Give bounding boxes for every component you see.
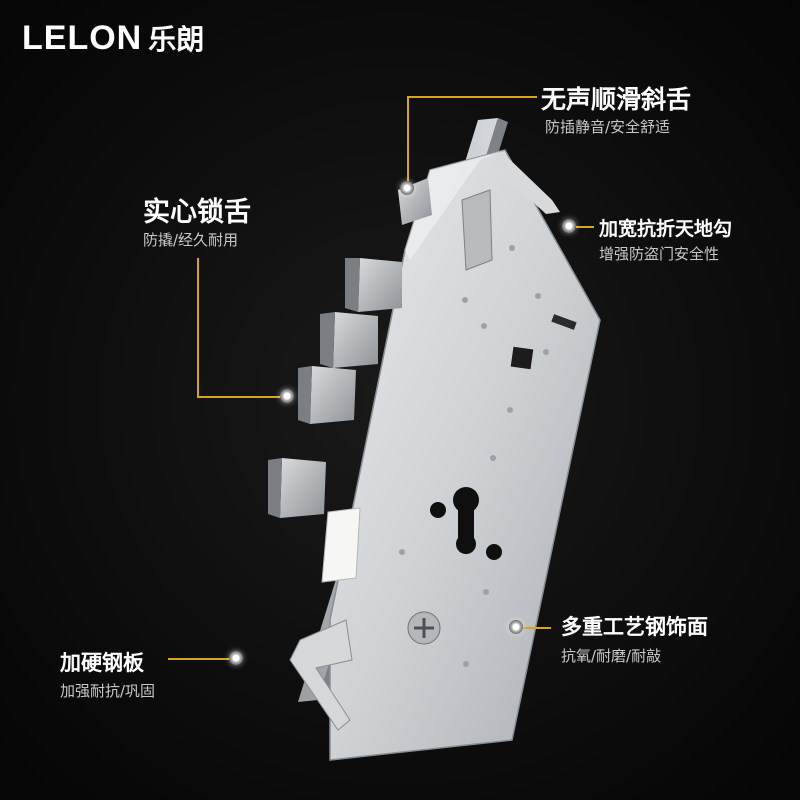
screw	[407, 611, 441, 645]
spindle-hole	[510, 346, 534, 370]
finish-title: 多重工艺钢饰面	[561, 615, 708, 639]
label-sticker	[321, 507, 361, 583]
cylinder-cutout	[430, 487, 502, 560]
latch-title: 无声顺滑斜舌	[541, 85, 692, 114]
dot-latch	[400, 181, 414, 195]
latch-subtitle: 防插静音/安全舒适	[545, 118, 671, 136]
dot-finish	[509, 620, 523, 634]
dot-plate	[229, 651, 243, 665]
latch-hook	[492, 152, 560, 214]
bottom-hook	[289, 619, 353, 731]
dot-bolt	[280, 389, 294, 403]
leader-hook	[576, 226, 594, 228]
bolt-subtitle: 防撬/经久耐用	[143, 231, 239, 249]
dot-hook	[562, 219, 576, 233]
brand-name-cn: 乐朗	[148, 23, 205, 56]
hook-title: 加宽抗折天地勾	[599, 218, 733, 240]
finish-subtitle: 抗氧/耐磨/耐敲	[561, 647, 662, 665]
leader-bolt	[197, 258, 289, 398]
leader-plate	[168, 658, 230, 660]
solid-bolts	[268, 258, 402, 518]
hook-subtitle: 增强防盗门安全性	[599, 245, 720, 263]
plate-subtitle: 加强耐抗/巩固	[60, 682, 156, 700]
brand-name-en: LELON	[22, 18, 143, 57]
leader-latch	[407, 96, 537, 190]
bolt-title: 实心锁舌	[143, 197, 251, 228]
leader-finish	[523, 627, 551, 629]
brand-logo: LELON 乐朗	[22, 18, 204, 58]
plate-title: 加硬钢板	[60, 651, 144, 675]
